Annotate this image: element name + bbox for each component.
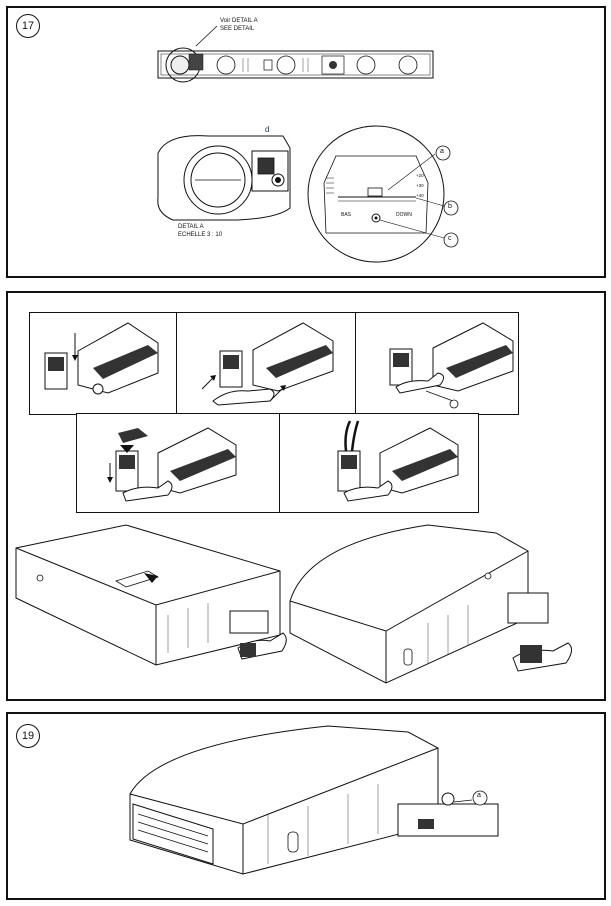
dial-label-down: DOWN	[396, 212, 412, 218]
callout-b: b	[448, 203, 452, 210]
callout-c: c	[448, 235, 452, 242]
dial-scale-30: +30	[416, 183, 424, 188]
panel19-callout-a: a	[477, 792, 481, 799]
see-detail-callout-fr: Voir DETAIL A	[220, 18, 258, 24]
step-19-illustration	[129, 725, 499, 875]
detail-a-view	[157, 135, 291, 221]
hand-icon	[107, 427, 237, 502]
detail-a-scale: ECHELLE 3 : 10	[178, 232, 223, 238]
step-19-panel: 19 a	[6, 712, 606, 900]
dial-scale-40: +40	[416, 193, 424, 198]
wrench-icon	[389, 322, 514, 409]
step-18-illustrations	[15, 322, 572, 684]
damper-dial-view	[307, 125, 459, 263]
step-17-panel: 17 Voir DETAIL A SEE DETAIL d DETAIL A	[6, 6, 606, 278]
dial-scale-20: +20	[416, 173, 424, 178]
step-18-panel: 18	[6, 291, 606, 701]
label-d: d	[265, 125, 270, 134]
dial-label-bas: BAS	[341, 212, 352, 218]
see-detail-callout-en: SEE DETAIL	[220, 26, 255, 32]
step-number-17: 17	[16, 14, 40, 38]
arrow-icon	[201, 322, 334, 406]
step-number-19: 19	[16, 724, 40, 748]
unit-top-view	[157, 25, 434, 83]
detail-a-title: DETAIL A	[178, 224, 204, 230]
callout-a: a	[440, 148, 444, 155]
